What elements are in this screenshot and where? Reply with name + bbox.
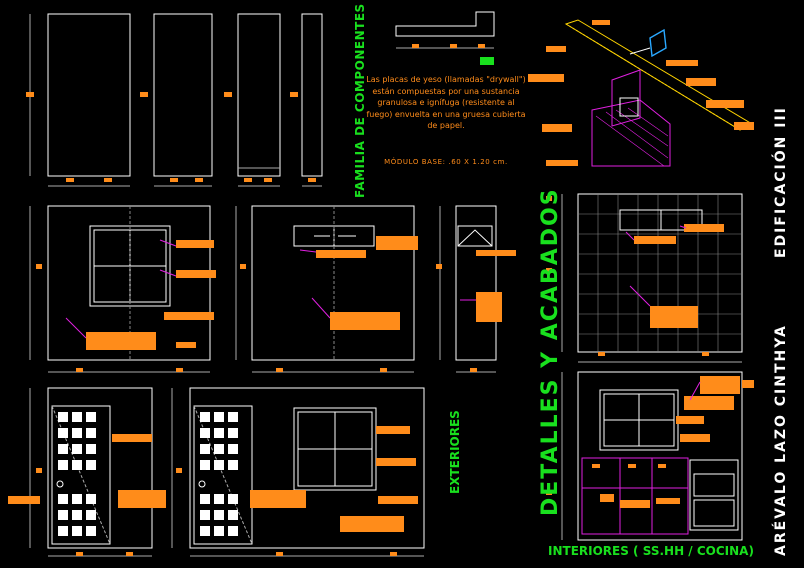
title-interiores: INTERIORES ( SS.HH / COCINA) [548, 544, 754, 558]
roof-detail [564, 19, 754, 167]
panel-c [237, 13, 281, 177]
interior-kitchen-tags [546, 376, 754, 508]
title-detalles-acabados: DETALLES Y ACABADOS [538, 187, 563, 516]
drywall-note: Las placas de yeso (llamadas "drywall") … [366, 75, 526, 130]
interior-bath-tags [546, 196, 724, 356]
panel-a [47, 13, 131, 177]
title-exteriores: EXTERIORES [448, 410, 462, 494]
component-panels [29, 13, 323, 187]
door-grilles [58, 412, 238, 536]
door-handles [56, 480, 206, 488]
exterior-row-2-tags [8, 426, 418, 556]
profile-green-tag [480, 57, 494, 65]
exterior-row-1 [29, 205, 497, 373]
modulo-base-note: MÓDULO BASE: .60 X 1.20 cm. [384, 158, 508, 166]
component-tags [26, 92, 316, 182]
roof-labels [528, 20, 754, 166]
panel-d [301, 13, 323, 177]
exterior-row-1-leaders [65, 239, 476, 339]
exterior-row-1-arrows [106, 235, 356, 267]
title-edificacion: EDIFICACIÓN III [773, 106, 789, 258]
title-familia-componentes: FAMILIA DE COMPONENTES [353, 3, 367, 198]
leaders-interior [625, 225, 701, 401]
exterior-row-1-tags [36, 236, 516, 372]
interior-bath [561, 193, 743, 363]
panel-b [153, 13, 213, 177]
profile-section [395, 11, 495, 49]
title-autor: ARÉVALO LAZO CINTHYA [773, 324, 789, 556]
